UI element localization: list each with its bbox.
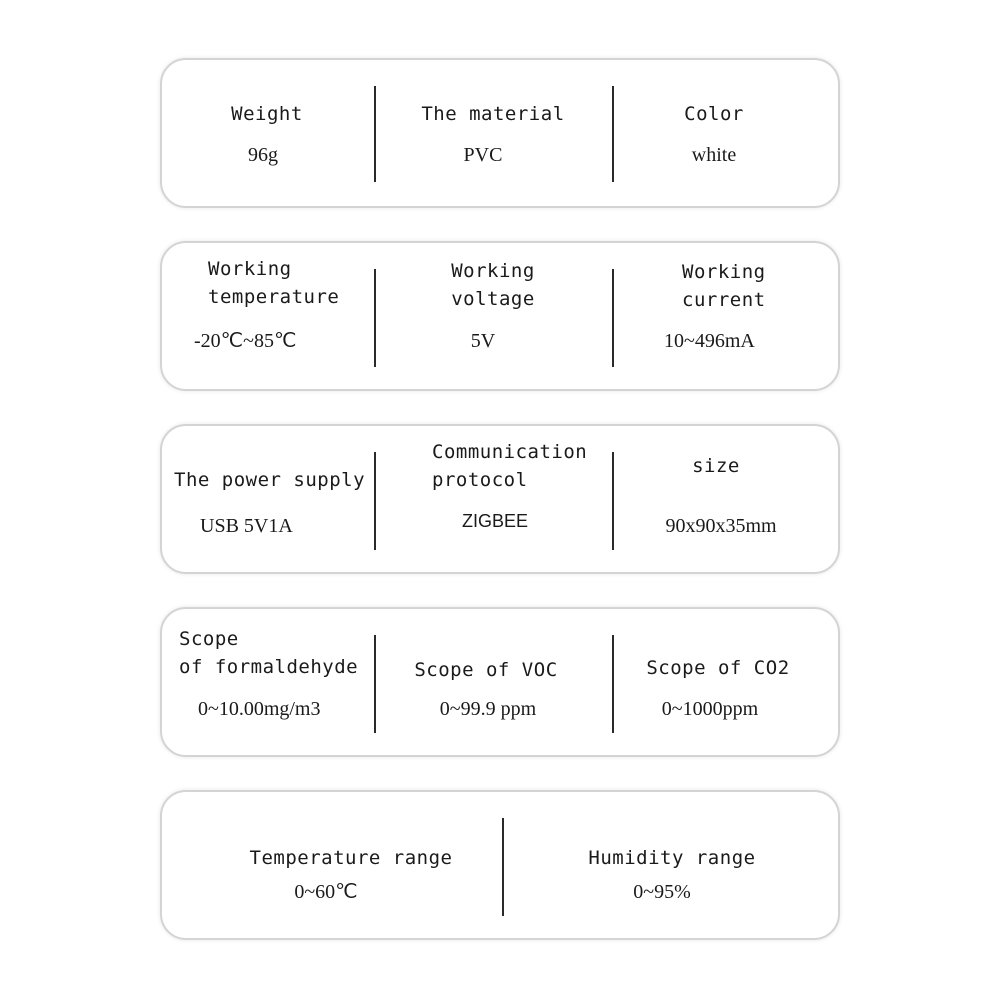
working-current-label-line1: Working <box>682 261 766 283</box>
column-divider <box>374 635 376 733</box>
spec-card-general: Weight 96g The material PVC Color white <box>160 58 840 208</box>
working-voltage-label-line1: Working <box>451 260 535 282</box>
humidity-range-value: 0~95% <box>633 881 691 903</box>
column-divider <box>612 86 614 182</box>
communication-protocol-label-line1: Communication <box>432 441 588 463</box>
working-current-label-line2: current <box>682 289 766 311</box>
temperature-range-value: 0~60℃ <box>294 881 358 903</box>
voc-scope-value: 0~99.9 ppm <box>439 698 537 720</box>
material-label: The material <box>421 103 565 125</box>
spec-card-connectivity: The power supply USB 5V1A Communication … <box>160 424 840 574</box>
weight-value: 96g <box>248 144 278 166</box>
humidity-range-label: Humidity range <box>588 847 756 869</box>
color-value: white <box>691 144 737 166</box>
column-divider <box>612 269 614 367</box>
co2-scope-label: Scope of CO2 <box>646 657 790 679</box>
material-value: PVC <box>463 144 503 166</box>
working-temperature-value: -20℃~85℃ <box>194 330 297 352</box>
weight-label: Weight <box>231 103 303 125</box>
spec-card-measurement-range: Temperature range 0~60℃ Humidity range 0… <box>160 790 840 940</box>
formaldehyde-scope-value: 0~10.00mg/m3 <box>198 698 321 720</box>
co2-scope-value: 0~1000ppm <box>661 698 759 720</box>
power-supply-label: The power supply <box>174 469 366 491</box>
column-divider <box>374 269 376 367</box>
working-temperature-label-line2: temperature <box>208 286 340 308</box>
communication-protocol-value: ZIGBEE <box>461 511 529 531</box>
power-supply-value: USB 5V1A <box>200 515 293 537</box>
working-voltage-label-line2: voltage <box>451 288 535 310</box>
size-value: 90x90x35mm <box>665 515 777 537</box>
column-divider <box>374 86 376 182</box>
column-divider <box>612 452 614 550</box>
spec-card-detection-scope: Scope of formaldehyde 0~10.00mg/m3 Scope… <box>160 607 840 757</box>
column-divider <box>374 452 376 550</box>
color-label: Color <box>684 103 744 125</box>
communication-protocol-label-line2: protocol <box>432 469 528 491</box>
formaldehyde-scope-label-line1: Scope <box>179 628 239 650</box>
spec-card-working: Working temperature -20℃~85℃ Working vol… <box>160 241 840 391</box>
working-voltage-value: 5V <box>470 330 496 352</box>
working-temperature-label-line1: Working <box>208 258 292 280</box>
temperature-range-label: Temperature range <box>249 847 453 869</box>
formaldehyde-scope-label-line2: of formaldehyde <box>179 656 359 678</box>
working-current-value: 10~496mA <box>664 330 755 352</box>
column-divider <box>612 635 614 733</box>
column-divider <box>502 818 504 916</box>
size-label: size <box>692 455 740 477</box>
voc-scope-label: Scope of VOC <box>414 659 558 681</box>
